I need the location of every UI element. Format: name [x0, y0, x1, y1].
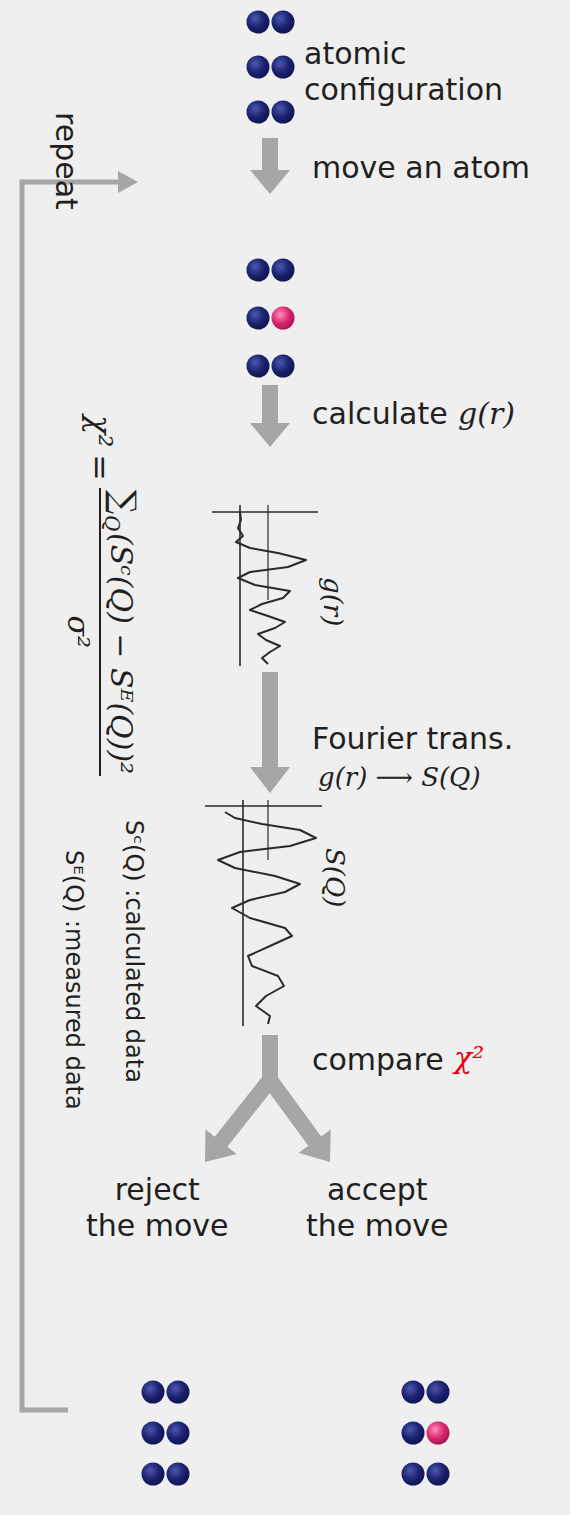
loop-label: repeat: [48, 112, 84, 210]
step-label: g(r) ⟶ S(Q): [318, 762, 481, 793]
atom: [247, 355, 270, 378]
text-line: the move: [86, 1208, 229, 1244]
atom: [167, 1463, 190, 1486]
step-label: compare: [312, 1042, 444, 1078]
step-label: reject the move: [86, 1172, 229, 1244]
atom: [272, 355, 295, 378]
flow-arrow: [270, 1035, 316, 1143]
plot-panel: S(Q): [198, 796, 358, 1032]
atom: [402, 1381, 425, 1404]
plot-label: g(r): [317, 577, 348, 626]
step-label: atomic configuration: [304, 36, 503, 108]
flow-arrow: [250, 138, 290, 194]
step-box: atomic configuration: [300, 32, 507, 112]
moved-atom: [427, 1422, 450, 1445]
plot-axis: [205, 805, 322, 807]
atom: [142, 1381, 165, 1404]
atom: [427, 1381, 450, 1404]
atom: [142, 1422, 165, 1445]
formula-text: σ²: [60, 616, 96, 649]
moved-atom: [272, 307, 295, 330]
plot-reference: [267, 800, 268, 860]
atom: [272, 101, 295, 124]
step-label: calculate: [312, 396, 448, 432]
text-line: reject: [86, 1172, 229, 1208]
plot-curve: [236, 512, 306, 664]
atoms-initial: [247, 11, 295, 124]
atom: [247, 11, 270, 34]
sq-plot: [205, 800, 322, 1026]
formula-text: Sᴱ(Q) :measured data: [59, 850, 88, 1110]
step-label: g(r): [458, 396, 515, 432]
formula-text: =: [81, 454, 119, 481]
plot-label: S(Q): [319, 848, 350, 907]
atom: [247, 101, 270, 124]
plot-reference: [267, 505, 268, 600]
atom: [167, 1381, 190, 1404]
atoms-moved: [247, 259, 295, 378]
atom: [402, 1463, 425, 1486]
step-box: accept the move: [300, 1166, 455, 1250]
step-box: reject the move: [80, 1166, 235, 1250]
step-label: accept the move: [306, 1172, 449, 1244]
plot-curve: [218, 812, 316, 1024]
atom: [427, 1463, 450, 1486]
step-label: move an atom: [312, 150, 530, 186]
formula-text: χ²: [81, 415, 119, 447]
text-line: accept: [306, 1172, 449, 1208]
text-line: the move: [306, 1208, 449, 1244]
flow-arrow: [262, 672, 278, 769]
atoms-rejected: [142, 1381, 190, 1486]
text-line: configuration: [304, 72, 503, 108]
atom: [247, 56, 270, 79]
formula-text: ∑: [103, 490, 144, 514]
atom: [247, 307, 270, 330]
plot-panel: g(r): [205, 497, 355, 669]
edge-label: Fourier trans.: [312, 721, 513, 757]
step-label: χ²: [454, 1040, 484, 1076]
atom: [272, 259, 295, 282]
gr-plot: [212, 505, 318, 666]
atom: [142, 1463, 165, 1486]
atom: [167, 1422, 190, 1445]
atom: [272, 56, 295, 79]
atom: [272, 11, 295, 34]
repeat-arrowhead: [118, 171, 138, 193]
formula-text: Q: [100, 515, 124, 531]
atom: [402, 1422, 425, 1445]
text-line: atomic: [304, 36, 503, 72]
formula-group: χ² = ∑Q (Sᶜ(Q) − Sᴱ(Q))²σ² Sᶜ(Q) :calculated…: [56, 410, 148, 1190]
atoms-accepted: [402, 1381, 450, 1486]
flow-arrow: [250, 385, 290, 447]
plot-axis: [212, 511, 318, 513]
formula-text: Sᶜ(Q) :calculated data: [119, 820, 148, 1083]
formula-text: (Sᶜ(Q) − Sᴱ(Q))²: [103, 533, 139, 774]
atom: [247, 259, 270, 282]
